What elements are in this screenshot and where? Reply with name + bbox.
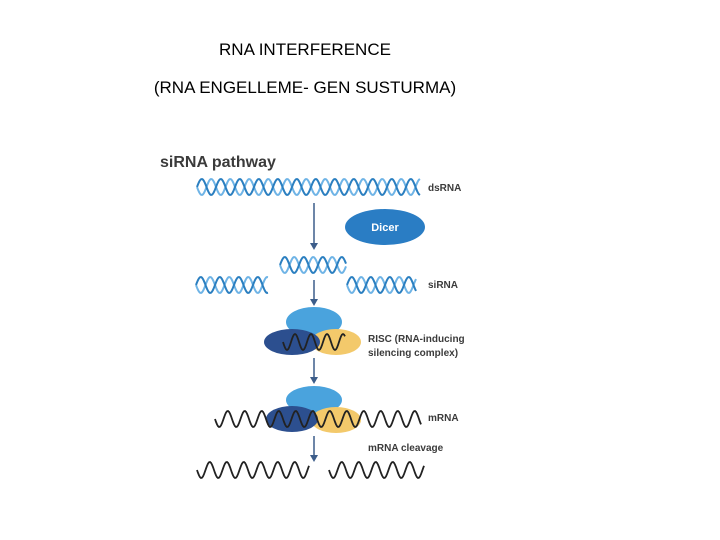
helix-strand-b — [195, 275, 269, 295]
page-subtitle: (RNA ENGELLEME- GEN SUSTURMA) — [153, 78, 457, 97]
risc-complex — [264, 307, 361, 355]
dsrna-label: dsRNA — [428, 183, 461, 194]
arrow-down-1-icon — [310, 203, 318, 250]
arrow-down-2-icon — [310, 280, 318, 306]
risc-label-line1: RISC (RNA-inducing — [368, 334, 465, 345]
dicer-enzyme: Dicer — [345, 209, 425, 245]
cleaved-mrna-fragment-right — [328, 461, 425, 479]
page-title: RNA INTERFERENCE — [219, 40, 391, 59]
dicer-label: Dicer — [371, 222, 399, 234]
diagram-heading: siRNA pathway — [160, 154, 276, 171]
dsrna-helix — [196, 177, 421, 197]
helix-strand-b — [346, 275, 417, 295]
sirna-helix-center — [279, 255, 347, 275]
sirna-label: siRNA — [428, 280, 458, 291]
cleaved-mrna-fragment-left — [196, 461, 310, 479]
mrna-label: mRNA — [428, 413, 459, 424]
helix-strand-b — [196, 177, 421, 197]
helix-strand-b — [279, 255, 347, 275]
helix-strand-a — [279, 255, 347, 275]
helix-strand-a — [195, 275, 269, 295]
mrna-cleavage-label: mRNA cleavage — [368, 443, 444, 454]
arrow-down-4-icon — [310, 436, 318, 462]
risc-label-line2: silencing complex) — [368, 348, 458, 359]
arrow-down-3-icon — [310, 358, 318, 384]
sirna-helix-right — [346, 275, 417, 295]
risc-mrna-complex — [214, 386, 422, 433]
sirna-helix-left — [195, 275, 269, 295]
helix-strand-a — [196, 177, 421, 197]
